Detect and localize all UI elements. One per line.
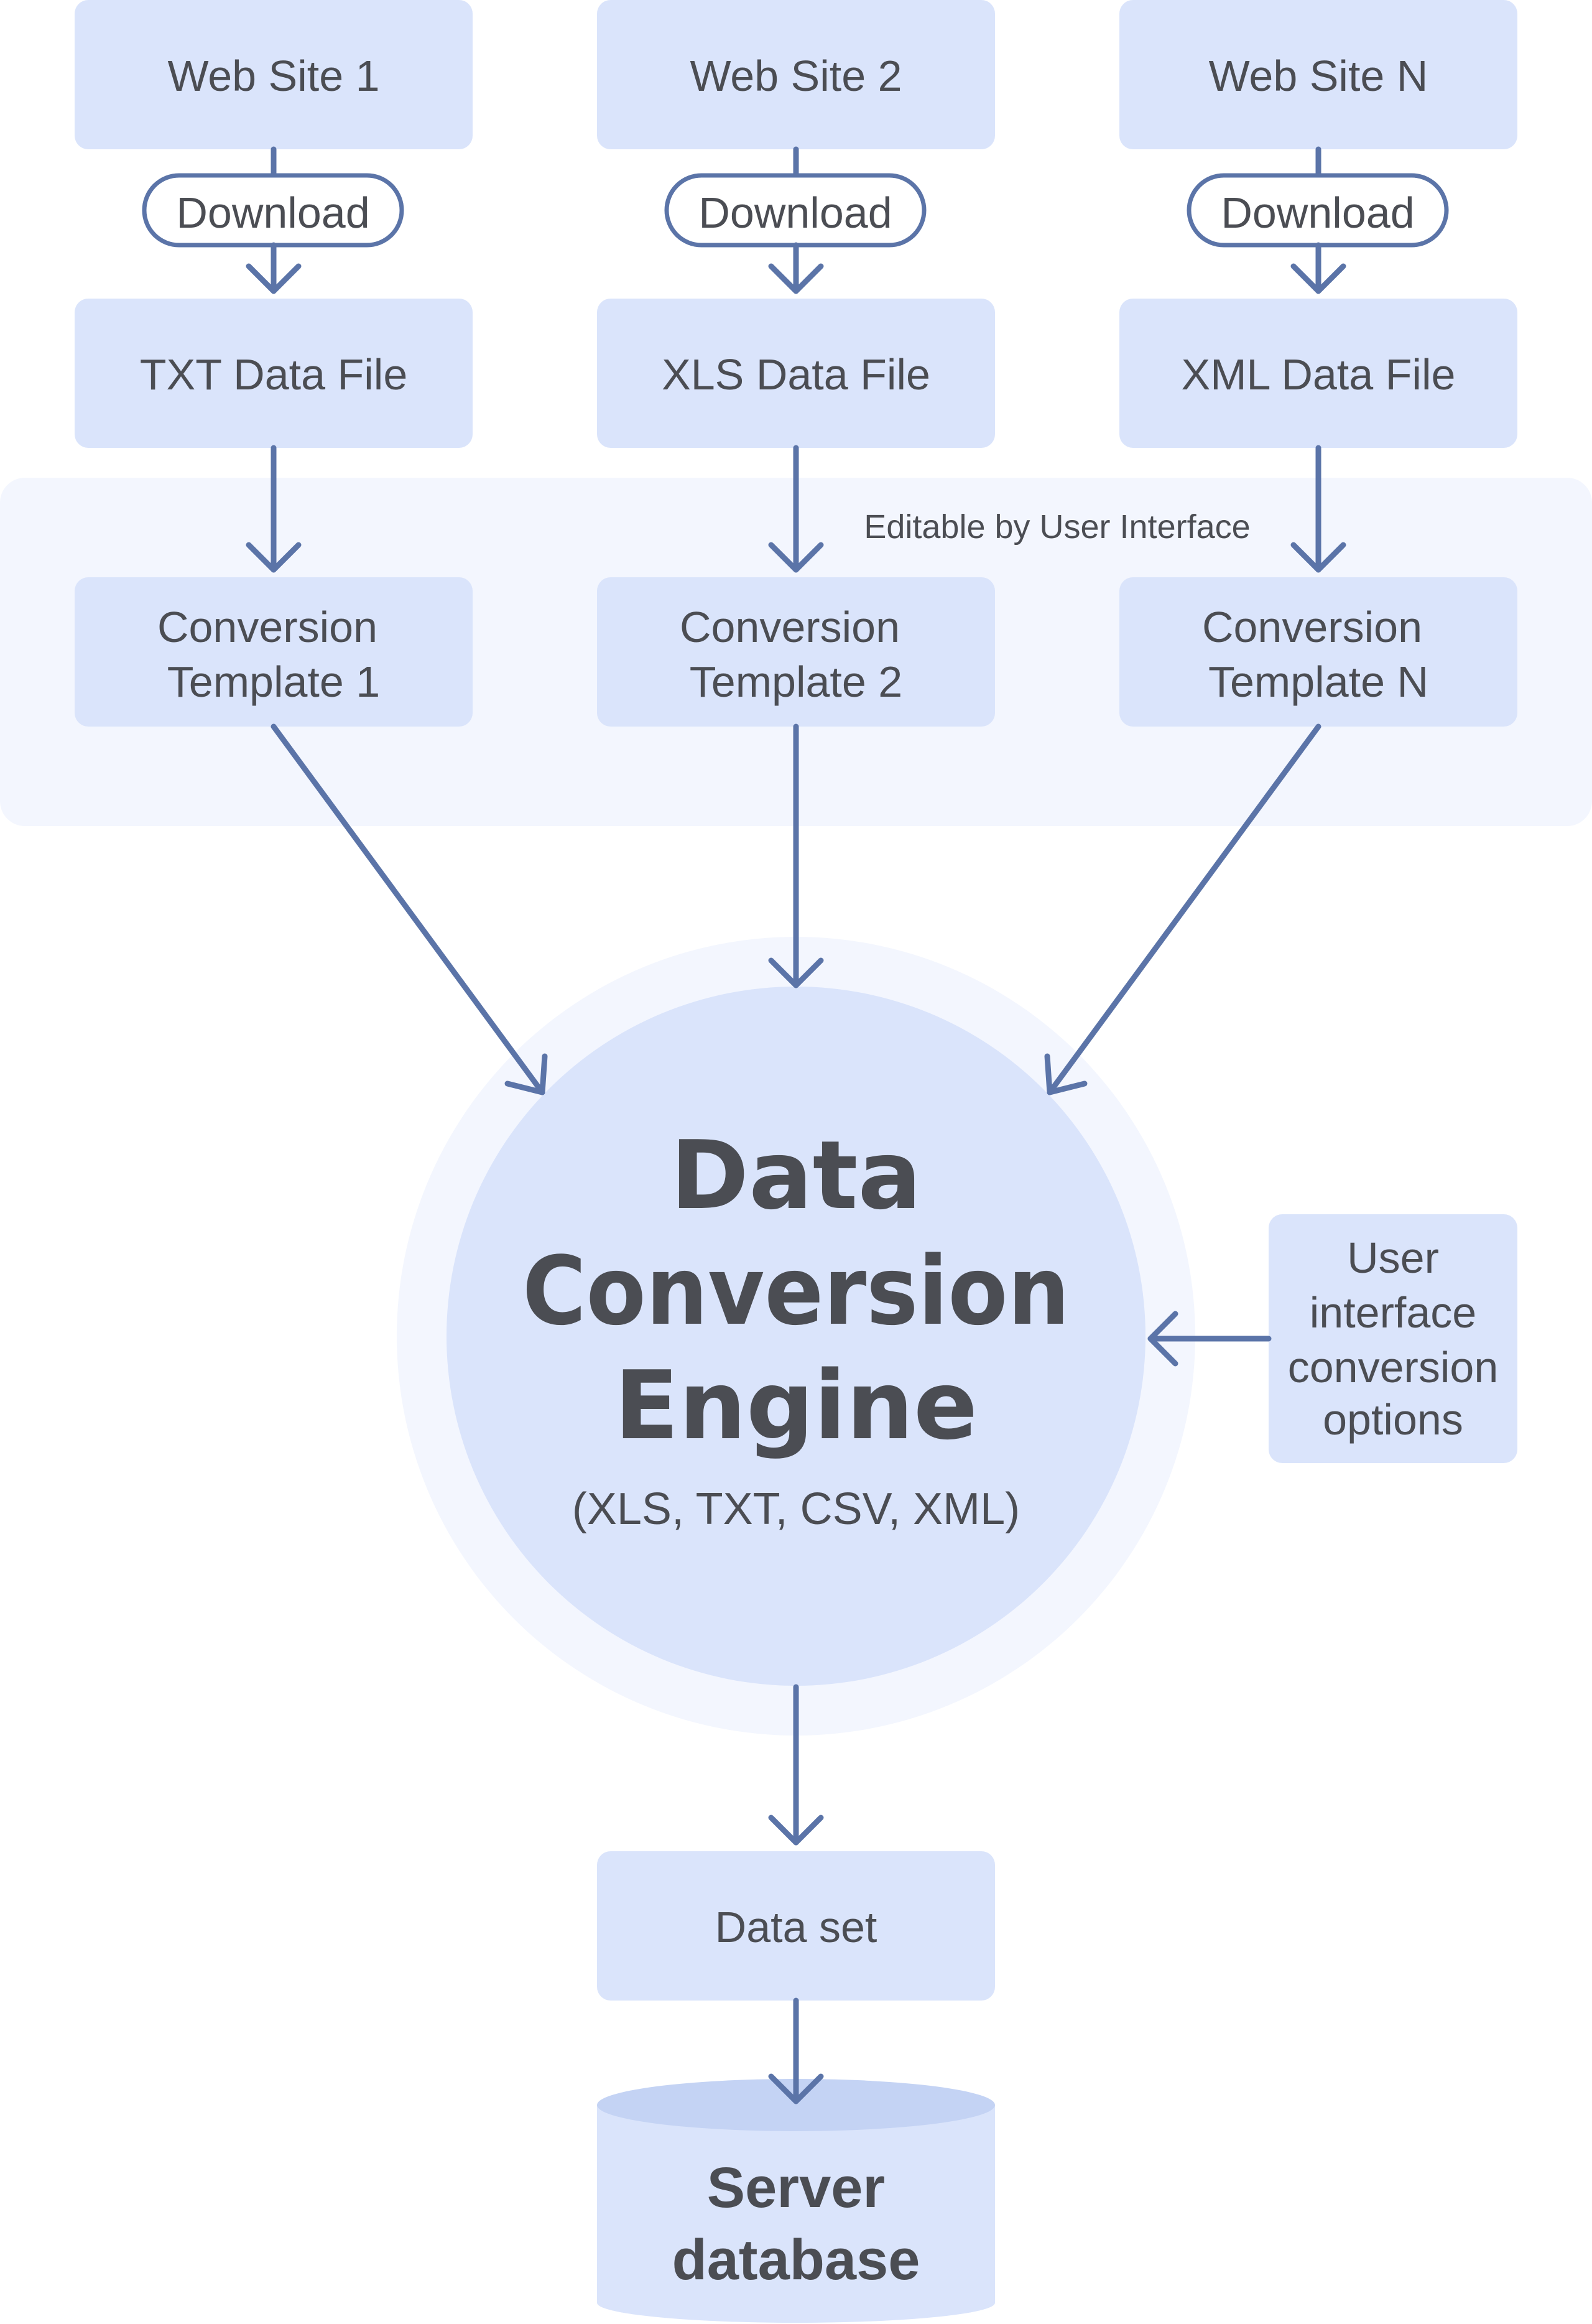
website-label: Web Site 2 bbox=[690, 52, 902, 100]
data-file-box bbox=[1119, 299, 1517, 448]
website-box bbox=[1119, 0, 1517, 149]
dataset-box bbox=[597, 1851, 995, 2001]
template-label-line2: Template N bbox=[1208, 658, 1428, 706]
source-column-3: Web Site N Download XML Data File Conver… bbox=[1044, 0, 1517, 1095]
download-label: Download bbox=[1221, 188, 1414, 237]
engine-formats: (XLS, TXT, CSV, XML) bbox=[572, 1484, 1020, 1534]
database-body bbox=[597, 2105, 995, 2303]
ui-options: User interface conversion options bbox=[1147, 1214, 1517, 1463]
engine-title-line1: Data bbox=[670, 1120, 922, 1230]
template-label-line1: Conversion bbox=[680, 603, 900, 651]
conversion-template-box bbox=[75, 577, 473, 727]
website-label: Web Site N bbox=[1209, 52, 1428, 100]
database-label-line1: Server bbox=[707, 2156, 885, 2219]
data-file-box bbox=[597, 299, 995, 448]
source-column-2: Web Site 2 Download XLS Data File Conver… bbox=[597, 0, 995, 988]
conversion-template-box bbox=[1119, 577, 1517, 727]
engine-title-line3: Engine bbox=[614, 1350, 978, 1461]
website-box bbox=[597, 0, 995, 149]
data-file-box bbox=[75, 299, 473, 448]
download-label: Download bbox=[698, 188, 892, 237]
database-bottom bbox=[597, 2283, 995, 2323]
template-label-line2: Template 1 bbox=[167, 658, 380, 706]
database-top bbox=[597, 2079, 995, 2131]
download-label: Download bbox=[176, 188, 369, 237]
ui-options-line1: User bbox=[1347, 1234, 1439, 1282]
ui-options-box bbox=[1269, 1214, 1517, 1463]
data-file-label: TXT Data File bbox=[140, 350, 408, 399]
editable-region-label: Editable by User Interface bbox=[864, 508, 1250, 546]
server-database: Server database bbox=[597, 2079, 995, 2323]
database-label-line2: database bbox=[672, 2228, 920, 2292]
template-label-line1: Conversion bbox=[157, 603, 377, 651]
dataset-label: Data set bbox=[715, 1903, 877, 1951]
data-file-label: XML Data File bbox=[1182, 350, 1456, 399]
ui-options-line2: interface bbox=[1310, 1288, 1476, 1337]
website-label: Web Site 1 bbox=[167, 52, 379, 100]
template-label-line2: Template 2 bbox=[690, 658, 902, 706]
data-file-label: XLS Data File bbox=[662, 350, 930, 399]
source-column-1: Web Site 1 Download TXT Data File Conver… bbox=[75, 0, 548, 1095]
ui-options-line4: options bbox=[1323, 1395, 1463, 1444]
website-box bbox=[75, 0, 473, 149]
conversion-template-box bbox=[597, 577, 995, 727]
engine-title-line2: Conversion bbox=[522, 1236, 1070, 1346]
ui-options-line3: conversion bbox=[1288, 1343, 1499, 1392]
template-label-line1: Conversion bbox=[1202, 603, 1422, 651]
engine-circle bbox=[447, 987, 1145, 1686]
